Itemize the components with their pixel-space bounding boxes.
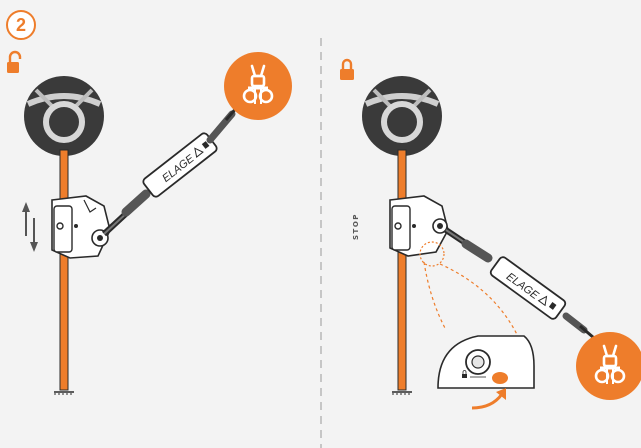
rope-grab-device [389, 195, 449, 257]
detail-marker [419, 241, 445, 267]
locked-padlock-icon [340, 58, 354, 80]
rope-grab-device [51, 195, 111, 259]
anchor-ring [24, 76, 104, 156]
callout-line [439, 263, 535, 389]
harness-icon [576, 332, 641, 400]
energy-absorber: ELAGE [101, 105, 240, 237]
anchor-ring [362, 76, 442, 156]
rope [397, 149, 407, 391]
left-panel: ELAGE [7, 50, 292, 395]
stop-label: STOP [352, 213, 360, 240]
rope [59, 149, 69, 391]
rotate-arrow-icon [471, 388, 506, 410]
energy-absorber: ELAGE [444, 227, 595, 340]
lock-detail-callout [437, 335, 535, 389]
up-down-arrows-icon [22, 202, 38, 252]
callout-line [423, 261, 447, 331]
right-panel: ELAGE [340, 58, 641, 410]
unlocked-padlock-icon [7, 50, 22, 73]
step-number-badge: 2 [6, 10, 36, 40]
harness-icon [224, 52, 292, 120]
